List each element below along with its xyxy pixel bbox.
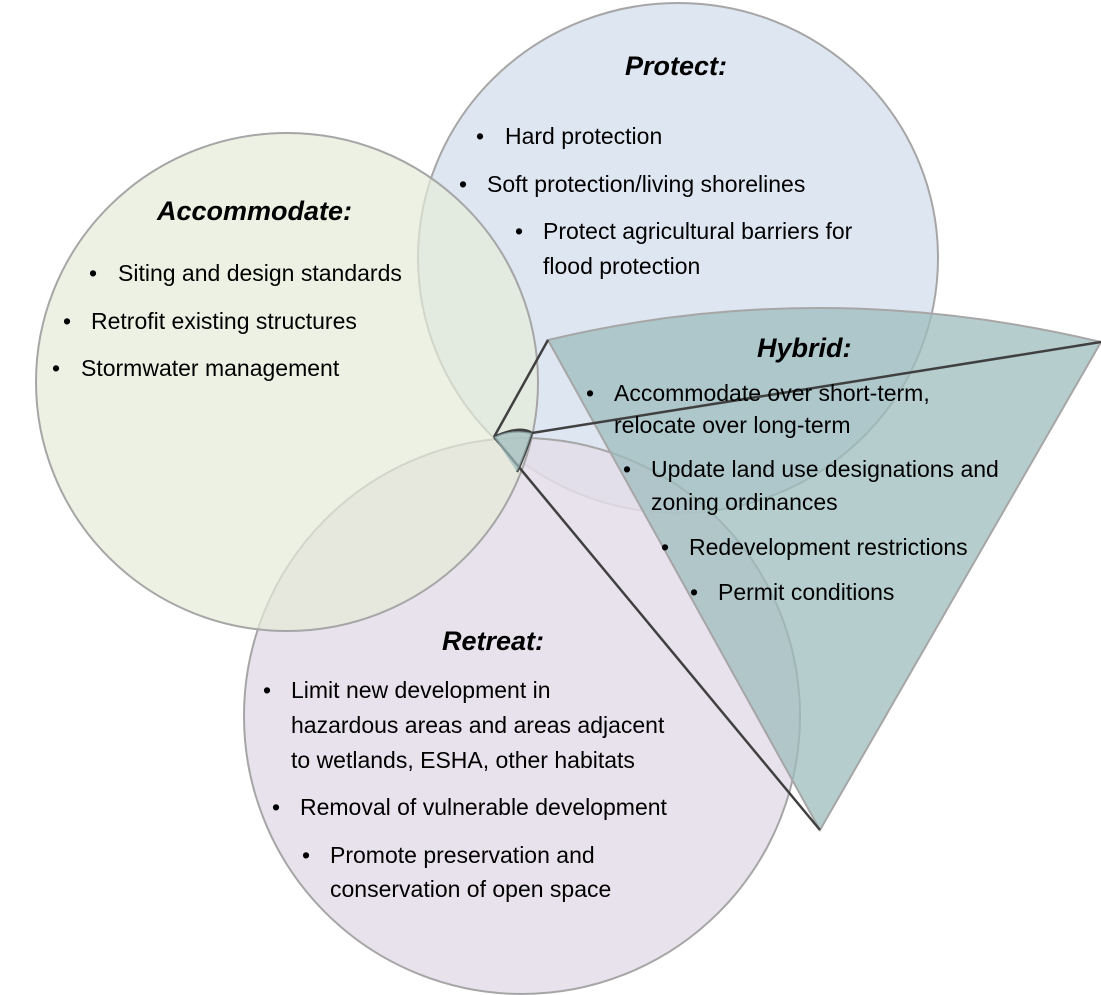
bullet-icon: • — [586, 380, 595, 406]
hybrid-item-permit: Permit conditions — [718, 579, 895, 605]
hybrid-item-accommodate-relocate: Accommodate over short-term, — [614, 380, 930, 406]
protect-title: Protect: — [625, 51, 728, 81]
retreat-item-limit-development-cont1: hazardous areas and areas adjacent — [291, 712, 665, 738]
retreat-item-removal: Removal of vulnerable development — [300, 794, 667, 820]
bullet-icon: • — [515, 218, 524, 244]
bullet-icon: • — [459, 171, 468, 197]
hybrid-item-land-use: Update land use designations and — [651, 456, 999, 482]
protect-item-agricultural-barriers: Protect agricultural barriers for — [543, 218, 853, 244]
bullet-icon: • — [63, 308, 72, 334]
bullet-icon: • — [272, 794, 281, 820]
bullet-icon: • — [476, 123, 485, 149]
hybrid-item-redevelopment: Redevelopment restrictions — [689, 534, 968, 560]
accommodate-item-siting: Siting and design standards — [118, 260, 402, 286]
hybrid-item-accommodate-relocate-cont: relocate over long-term — [614, 412, 851, 438]
retreat-item-preservation: Promote preservation and — [330, 842, 595, 868]
bullet-icon: • — [623, 456, 632, 482]
protect-item-soft-protection: Soft protection/living shorelines — [487, 171, 806, 197]
hybrid-title: Hybrid: — [757, 333, 852, 363]
hybrid-item-land-use-cont: zoning ordinances — [651, 489, 838, 515]
bullet-icon: • — [661, 534, 670, 560]
retreat-item-preservation-cont: conservation of open space — [330, 876, 612, 902]
bullet-icon: • — [263, 677, 272, 703]
accommodate-item-stormwater: Stormwater management — [81, 355, 340, 381]
accommodate-title: Accommodate: — [157, 196, 353, 226]
retreat-item-limit-development-cont2: to wetlands, ESHA, other habitats — [291, 747, 635, 773]
protect-item-hard-protection: Hard protection — [505, 123, 663, 149]
bullet-icon: • — [690, 579, 699, 605]
bullet-icon: • — [302, 842, 311, 868]
hybrid-apex-fill — [494, 431, 532, 472]
retreat-item-limit-development: Limit new development in — [291, 677, 551, 703]
bullet-icon: • — [89, 260, 98, 286]
accommodate-item-retrofit: Retrofit existing structures — [91, 308, 357, 334]
bullet-icon: • — [52, 355, 61, 381]
protect-item-agricultural-barriers-cont: flood protection — [543, 253, 701, 279]
retreat-title: Retreat: — [442, 626, 545, 656]
